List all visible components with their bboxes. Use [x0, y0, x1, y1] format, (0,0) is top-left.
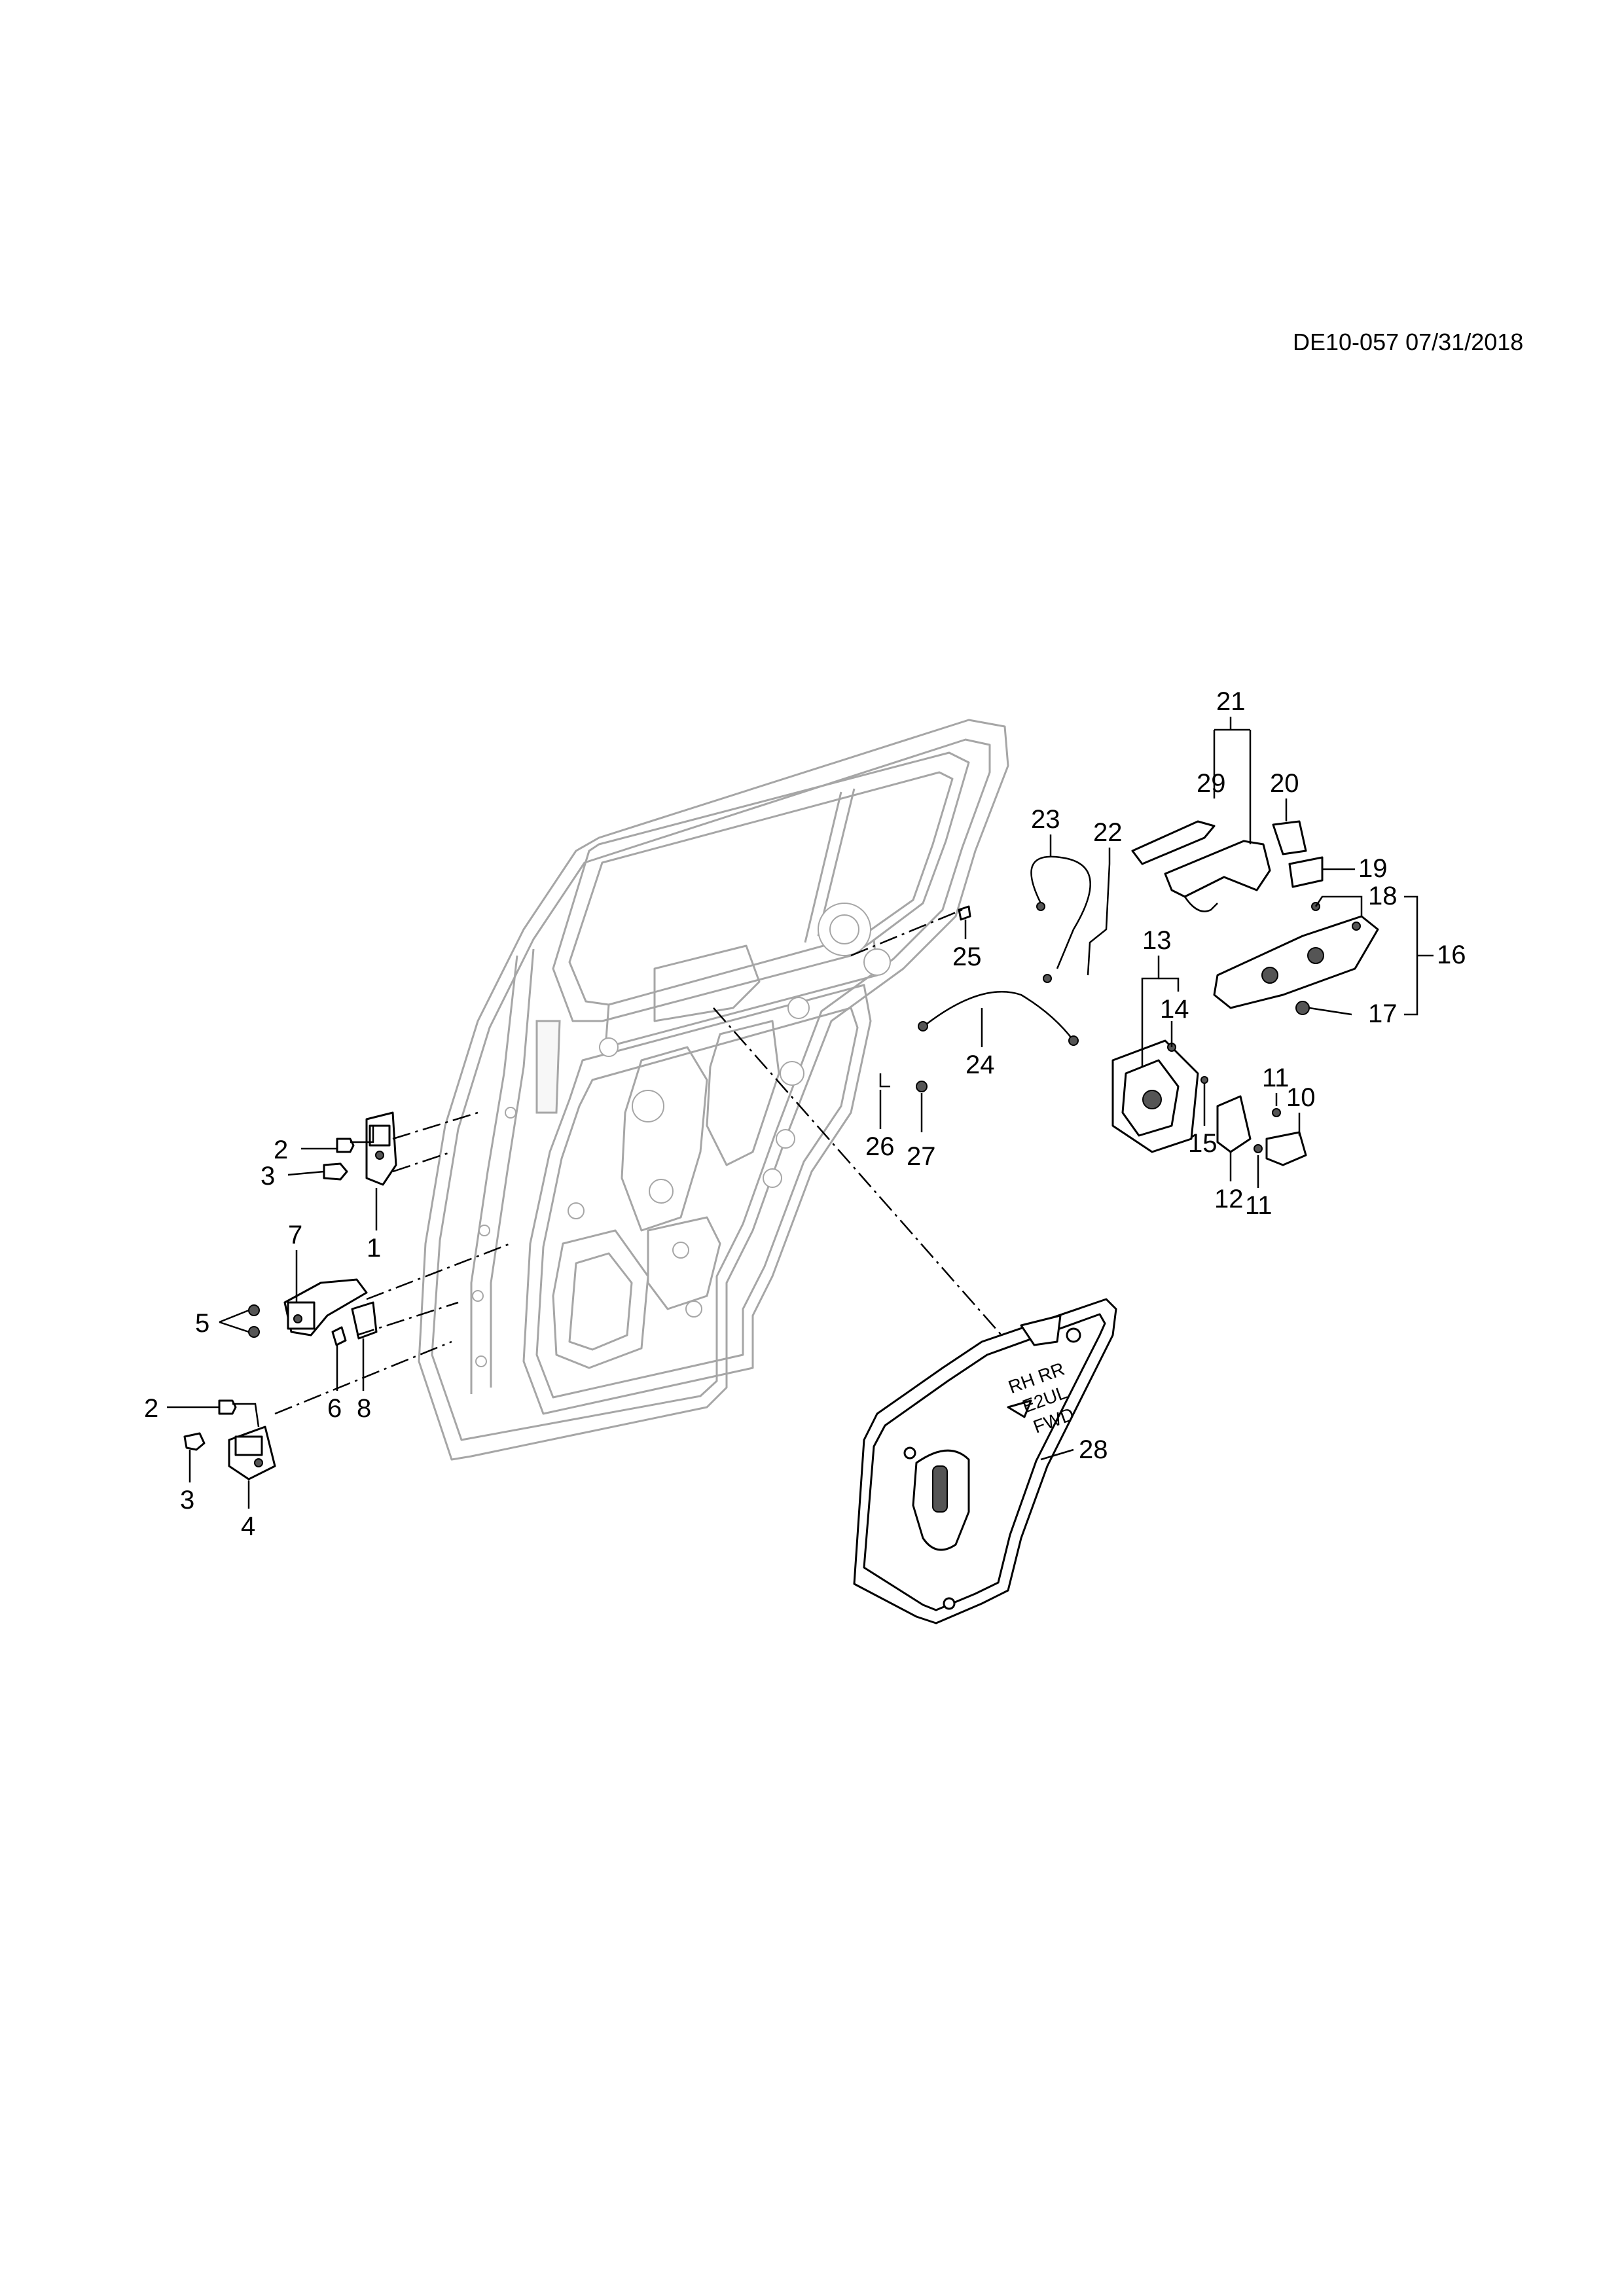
part-latch-cover: [1216, 1095, 1252, 1153]
part-handle-bracket: [1213, 902, 1379, 1015]
callout-1: 1: [367, 1234, 381, 1263]
callout-2-lower: 2: [144, 1394, 158, 1423]
reference-code: DE10-057 07/31/2018: [1293, 329, 1523, 355]
bolt-upper-3: [323, 1162, 348, 1181]
part-6: [331, 1326, 347, 1346]
callout-17: 17: [1368, 999, 1398, 1028]
callout-16: 16: [1437, 941, 1466, 969]
callout-11-lower: 11: [1245, 1191, 1272, 1220]
callout-7: 7: [288, 1221, 302, 1249]
bolt-lower-2: [218, 1399, 237, 1415]
callout-11-upper: 11: [1262, 1064, 1290, 1092]
part-cable-24: [918, 991, 1079, 1046]
part-striker: [1254, 1108, 1307, 1166]
callout-5: 5: [195, 1309, 209, 1338]
part-27: [916, 1081, 928, 1092]
callout-13: 13: [1142, 926, 1172, 955]
part-door-latch: [1111, 1039, 1208, 1153]
callout-3-upper: 3: [261, 1162, 275, 1191]
callout-6: 6: [327, 1394, 342, 1423]
callout-4: 4: [241, 1512, 255, 1541]
callout-22: 22: [1093, 818, 1123, 847]
part-door-check: [283, 1278, 368, 1336]
callout-24: 24: [965, 1050, 995, 1079]
callout-15: 15: [1188, 1129, 1218, 1158]
part-clip-25: [958, 905, 971, 921]
callout-23: 23: [1031, 805, 1060, 834]
callout-25: 25: [952, 942, 982, 971]
part-26: [879, 1073, 890, 1088]
callout-29: 29: [1197, 769, 1226, 798]
callout-10: 10: [1286, 1083, 1316, 1112]
callout-labels: 1 2 3 7 5 6 8 2 3 4 21 29 20 19 18 16 17…: [144, 687, 1466, 1541]
callout-12: 12: [1214, 1185, 1244, 1213]
callout-19: 19: [1358, 854, 1388, 883]
callout-26: 26: [865, 1132, 895, 1161]
part-lower-hinge: [228, 1426, 276, 1480]
callout-20: 20: [1270, 769, 1299, 798]
callout-8: 8: [357, 1394, 371, 1423]
callout-14: 14: [1160, 995, 1189, 1024]
bolts-5: [248, 1304, 260, 1338]
callout-27: 27: [907, 1142, 936, 1171]
part-outside-handle: [1131, 820, 1324, 912]
callout-21: 21: [1216, 687, 1246, 716]
leader-lines: [167, 717, 1434, 1509]
part-8: [351, 1301, 378, 1340]
door-shell: [418, 719, 1009, 1461]
part-rod-22: [1087, 863, 1111, 976]
callout-2-upper: 2: [274, 1136, 288, 1164]
part-upper-hinge: [365, 1111, 397, 1186]
bolt-lower-3: [183, 1432, 206, 1451]
callout-3-lower: 3: [180, 1486, 194, 1515]
part-cable-23: [1030, 855, 1091, 983]
part-water-deflector: [853, 1298, 1117, 1624]
callout-28: 28: [1079, 1435, 1108, 1464]
callout-18: 18: [1368, 882, 1398, 910]
bolt-upper-2: [336, 1138, 355, 1153]
